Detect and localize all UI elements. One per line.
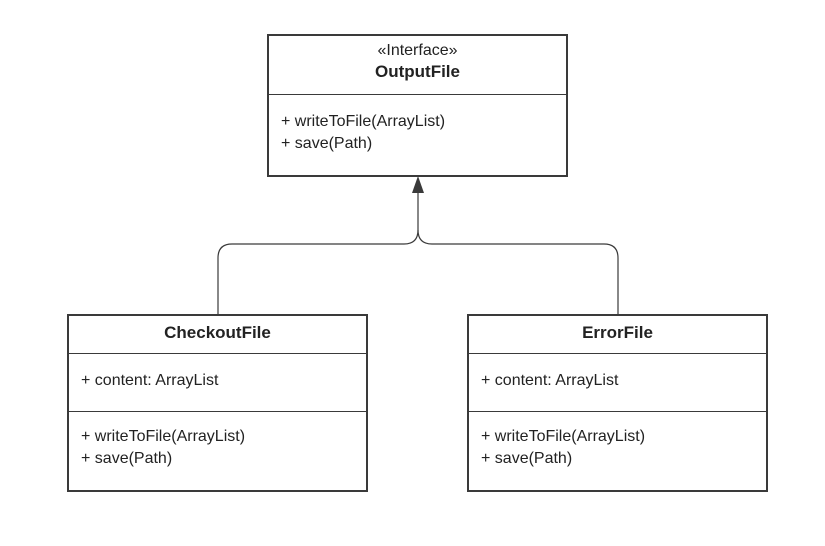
interface-outputfile[interactable]: «Interface» OutputFile + writeToFile(Arr… (267, 34, 568, 177)
inheritance-arrowhead-icon (412, 176, 424, 193)
class-name: ErrorFile (582, 323, 653, 342)
interface-header: «Interface» OutputFile (269, 36, 566, 95)
connector-errorfile-to-outputfile (417, 229, 619, 314)
method: + save(Path) (281, 135, 373, 152)
method: + writeToFile(ArrayList) (481, 428, 646, 445)
class-attributes: + content: ArrayList (69, 354, 366, 412)
method: + writeToFile(ArrayList) (81, 428, 246, 445)
method: + save(Path) (81, 450, 173, 467)
class-errorfile[interactable]: ErrorFile + content: ArrayList + writeTo… (467, 314, 768, 492)
class-attributes: + content: ArrayList (469, 354, 766, 412)
class-methods: + writeToFile(ArrayList) + save(Path) (69, 412, 366, 490)
class-name: CheckoutFile (164, 323, 271, 342)
attribute: + content: ArrayList (81, 372, 219, 389)
method: + writeToFile(ArrayList) (281, 113, 446, 130)
interface-name: OutputFile (375, 62, 460, 81)
method: + save(Path) (481, 450, 573, 467)
attribute: + content: ArrayList (481, 372, 619, 389)
connector-checkoutfile-to-outputfile (217, 192, 419, 314)
class-checkoutfile[interactable]: CheckoutFile + content: ArrayList + writ… (67, 314, 368, 492)
interface-stereotype: «Interface» (377, 42, 458, 59)
class-methods: + writeToFile(ArrayList) + save(Path) (469, 412, 766, 490)
interface-methods: + writeToFile(ArrayList) + save(Path) (269, 95, 566, 175)
class-header: ErrorFile (469, 316, 766, 354)
class-header: CheckoutFile (69, 316, 366, 354)
